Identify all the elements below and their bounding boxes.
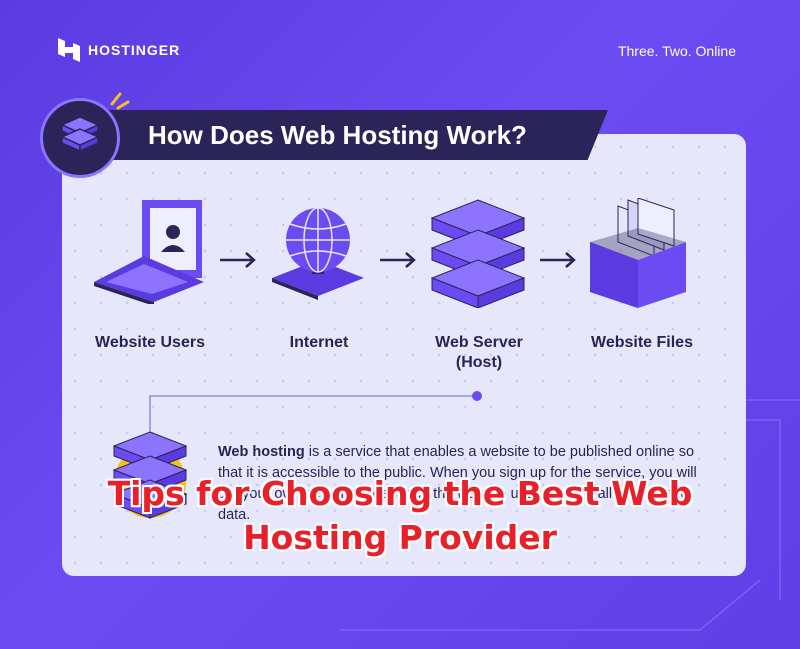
description-body: is a service that enables a website to b…	[218, 444, 697, 523]
arrow-right-icon	[220, 252, 256, 268]
hostinger-logo-icon	[58, 38, 80, 62]
step-label-website-files: Website Files	[591, 334, 693, 351]
arrow-right-icon	[540, 252, 576, 268]
title-banner: How Does Web Hosting Work?	[98, 110, 608, 160]
description-bold: Web hosting	[218, 444, 305, 460]
step-label-website-users: Website Users	[95, 334, 205, 351]
brand-name: HOSTINGER	[88, 42, 181, 58]
connector-line	[149, 391, 482, 448]
server-icon	[430, 199, 526, 308]
tagline: Three. Two. Online	[617, 43, 736, 59]
brand-logo[interactable]: HOSTINGER	[58, 38, 180, 62]
spark-icon	[110, 92, 130, 110]
arrow-right-icon	[380, 252, 416, 268]
step-label-internet: Internet	[289, 334, 349, 351]
folder-files-icon	[590, 198, 686, 308]
description-text: Web hosting is a service that enables a …	[218, 442, 698, 526]
laptop-user-icon	[94, 200, 204, 304]
server-stack-icon	[112, 431, 188, 519]
headline-overlay: Tips for Choosing the Best Web Hosting P…	[107, 474, 693, 557]
bottom-server-badge	[110, 428, 198, 524]
globe-icon	[272, 207, 364, 300]
page-title: How Does Web Hosting Work?	[148, 119, 527, 150]
server-stack-icon	[60, 116, 100, 153]
title-badge	[40, 98, 120, 178]
step-label-web-server: Web Server (Host)	[435, 334, 523, 371]
